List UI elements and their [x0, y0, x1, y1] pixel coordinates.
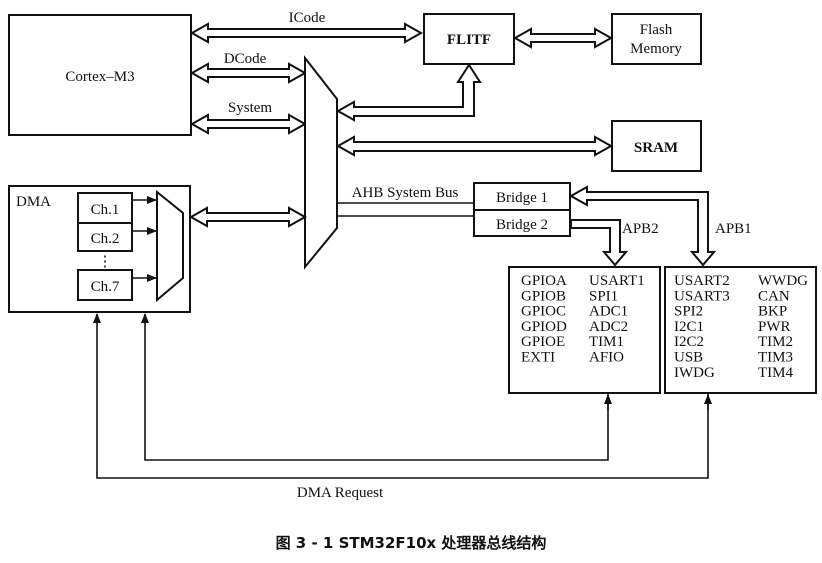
- icode-label: ICode: [289, 10, 326, 26]
- dma-channel-2: [77, 222, 133, 252]
- dma-request-lines: DMA Request: [93, 313, 712, 501]
- dma-request-line-apb1: [93, 313, 709, 479]
- dma-channel-7-label: Ch.7: [91, 279, 120, 295]
- dma-label: DMA: [16, 194, 51, 210]
- dma-channel-ellipsis: ⋮: [98, 254, 113, 270]
- peripheral-adc1: ADC1: [589, 304, 628, 320]
- sram-block: SRAM: [611, 120, 702, 172]
- flash-label-line2: Memory: [630, 41, 682, 57]
- flitf-flash-bus: [512, 27, 614, 49]
- peripheral-afio: AFIO: [589, 350, 624, 366]
- flitf-block: FLITF: [423, 13, 515, 65]
- icode-bus: ICode: [189, 10, 424, 44]
- peripheral-iwdg: IWDG: [674, 365, 715, 381]
- sram-label: SRAM: [634, 140, 678, 156]
- dma-request-line-apb2: [141, 313, 609, 461]
- peripheral-exti: EXTI: [521, 350, 555, 366]
- peripheral-gpioa: GPIOA: [521, 273, 567, 289]
- peripheral-spi2: SPI2: [674, 304, 703, 320]
- dma-block: DMA Ch.1 Ch.2 Ch.7 ⋮: [8, 185, 191, 313]
- dma-channel-7: [77, 269, 133, 301]
- peripheral-adc2: ADC2: [589, 319, 628, 335]
- dma-channel-1: [77, 192, 133, 224]
- dma-matrix-bus: [188, 206, 308, 228]
- ahb-system-bus: AHB System Bus: [337, 185, 474, 217]
- flash-memory-block: Flash Memory: [611, 13, 702, 65]
- peripheral-i2c2: I2C2: [674, 334, 704, 350]
- peripheral-can: CAN: [758, 288, 790, 304]
- dcode-label: DCode: [224, 51, 267, 67]
- matrix-flitf-bus: [335, 63, 482, 122]
- apb1-bus: [568, 185, 717, 267]
- peripheral-i2c1: I2C1: [674, 319, 704, 335]
- bridge-1-label: Bridge 1: [496, 190, 548, 206]
- peripheral-wwdg: WWDG: [758, 273, 808, 289]
- peripheral-tim2: TIM2: [758, 334, 793, 350]
- ahb-label: AHB System Bus: [352, 185, 459, 201]
- peripheral-tim3: TIM3: [758, 350, 793, 366]
- bridge-2-block: Bridge 2: [473, 209, 571, 237]
- cortex-m3-label: Cortex–M3: [65, 69, 134, 85]
- peripheral-pwr: PWR: [758, 319, 791, 335]
- system-bus: System: [189, 100, 308, 135]
- bridge-1-block: Bridge 1: [473, 182, 571, 211]
- apb2-label: APB2: [622, 221, 659, 237]
- flitf-label: FLITF: [447, 32, 491, 48]
- cortex-m3-block: Cortex–M3: [8, 14, 192, 136]
- peripheral-usart3: USART3: [674, 288, 730, 304]
- apb2-bus: [570, 219, 629, 267]
- dma-channel-2-label: Ch.2: [91, 231, 120, 247]
- peripheral-usart1: USART1: [589, 273, 645, 289]
- dma-request-label: DMA Request: [297, 485, 384, 501]
- flash-label-line1: Flash: [640, 22, 673, 38]
- peripheral-gpioc: GPIOC: [521, 304, 566, 320]
- peripheral-bkp: BKP: [758, 304, 787, 320]
- bus-matrix: [304, 55, 338, 270]
- peripheral-gpiob: GPIOB: [521, 288, 566, 304]
- dcode-bus: DCode: [189, 51, 308, 84]
- peripheral-usb: USB: [674, 350, 703, 366]
- matrix-sram-bus: [335, 135, 614, 157]
- system-label: System: [228, 100, 273, 116]
- peripheral-spi1: SPI1: [589, 288, 618, 304]
- peripheral-tim1: TIM1: [589, 334, 624, 350]
- bridge-2-label: Bridge 2: [496, 217, 548, 233]
- peripheral-gpioe: GPIOE: [521, 334, 565, 350]
- dma-mux: [156, 189, 184, 303]
- apb1-label: APB1: [715, 221, 752, 237]
- peripheral-tim4: TIM4: [758, 365, 793, 381]
- peripheral-gpiod: GPIOD: [521, 319, 567, 335]
- figure-caption: 图 3 - 1 STM32F10x 处理器总线结构: [276, 534, 547, 552]
- peripheral-usart2: USART2: [674, 273, 730, 289]
- dma-channel-1-label: Ch.1: [91, 202, 120, 218]
